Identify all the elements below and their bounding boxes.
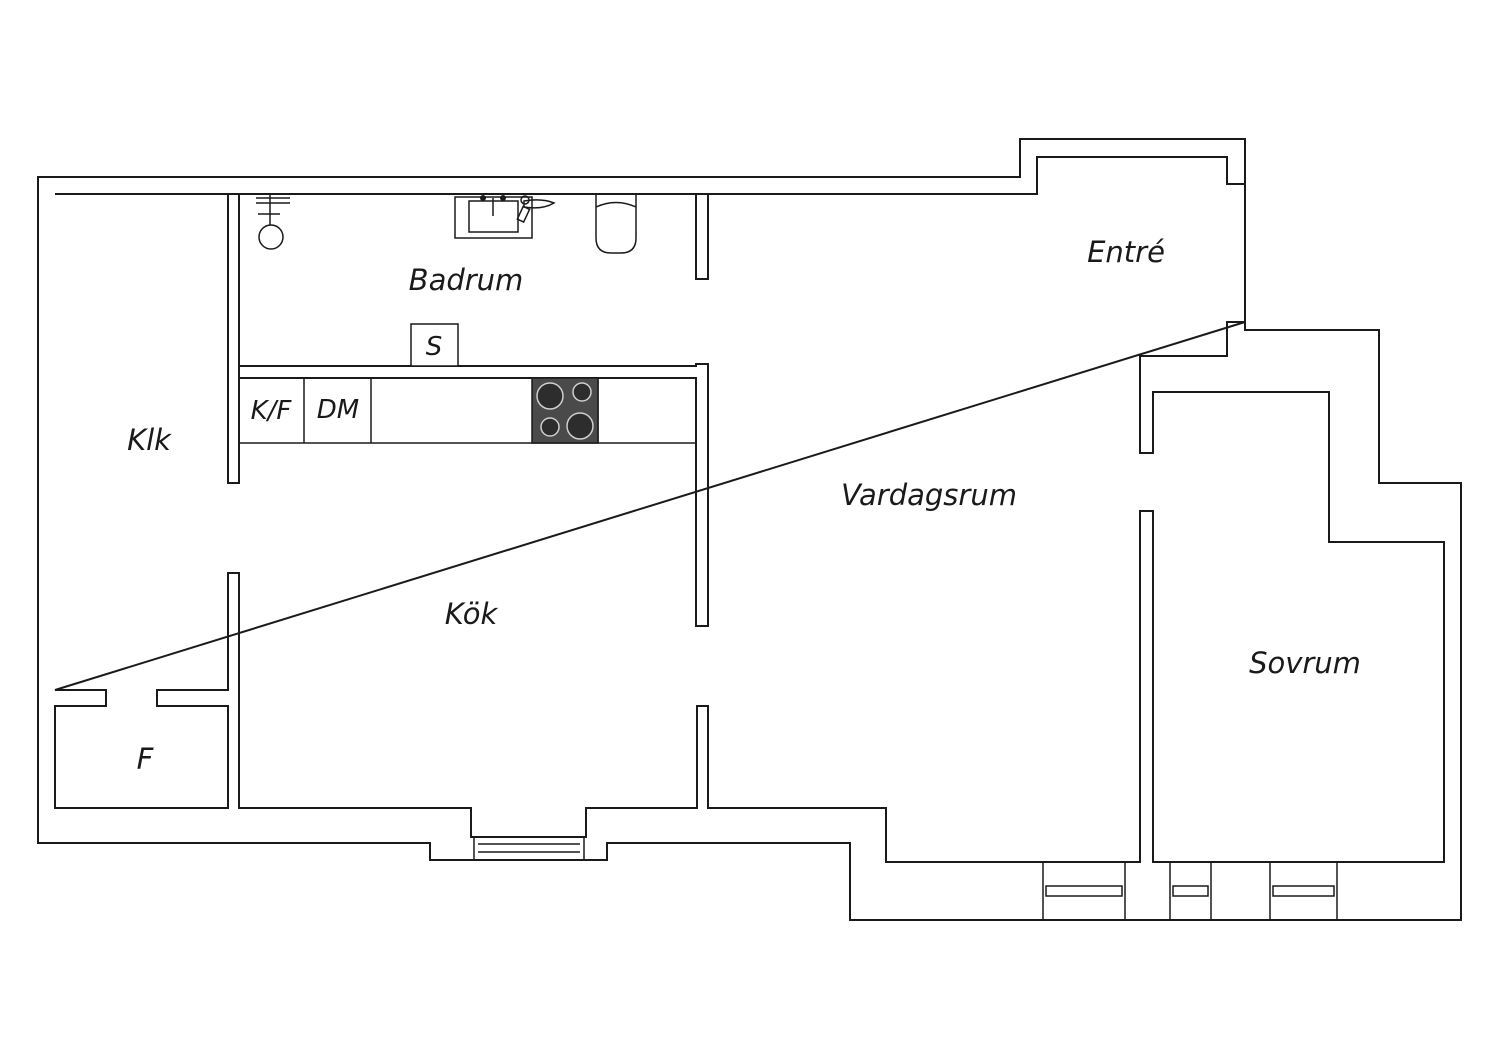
inner-wall-line	[55, 156, 1245, 195]
fixture-label-dm: DM	[317, 395, 359, 425]
sink-tap-left	[480, 195, 486, 201]
toilet-tank	[595, 201, 637, 208]
sink-counter	[454, 196, 533, 239]
burner-small-1	[572, 382, 592, 402]
kitchen-counter	[238, 377, 697, 444]
sink-icon	[454, 195, 533, 239]
outer-wall-outline	[37, 138, 1462, 921]
fixture-label-kf: K/F	[251, 396, 293, 426]
klk-partition	[227, 194, 240, 484]
room-label-kok: Kök	[445, 597, 499, 631]
spray-handle	[516, 205, 531, 224]
stove-icon	[531, 377, 599, 444]
window-living	[1042, 861, 1126, 921]
room-label-klk: Klk	[127, 423, 172, 457]
room-label-f: F	[137, 742, 155, 776]
shower-icon	[256, 194, 290, 250]
bath-east-wall	[695, 194, 709, 280]
sink-tap-right	[500, 195, 506, 201]
room-label-sovrum: Sovrum	[1249, 646, 1361, 680]
inner-wall-line-entry	[54, 321, 1445, 863]
toilet-icon	[595, 194, 637, 254]
burner-large-1	[536, 382, 564, 410]
spray-knob	[520, 195, 530, 205]
bath-south-wall	[239, 363, 709, 627]
window-kitchen	[473, 836, 585, 861]
spray-head	[523, 199, 556, 209]
burner-large-2	[566, 412, 594, 440]
room-label-vardagsrum: Vardagsrum	[841, 478, 1017, 512]
fixture-label-s: S	[426, 332, 443, 362]
bidet-spray-icon	[516, 195, 556, 224]
s-box	[410, 323, 459, 367]
room-label-entre: Entré	[1087, 235, 1165, 269]
room-label-badrum: Badrum	[409, 263, 524, 297]
shower-head	[258, 224, 284, 250]
burner-small-2	[540, 417, 560, 437]
window-bedroom	[1269, 861, 1338, 921]
window-small	[1169, 861, 1212, 921]
